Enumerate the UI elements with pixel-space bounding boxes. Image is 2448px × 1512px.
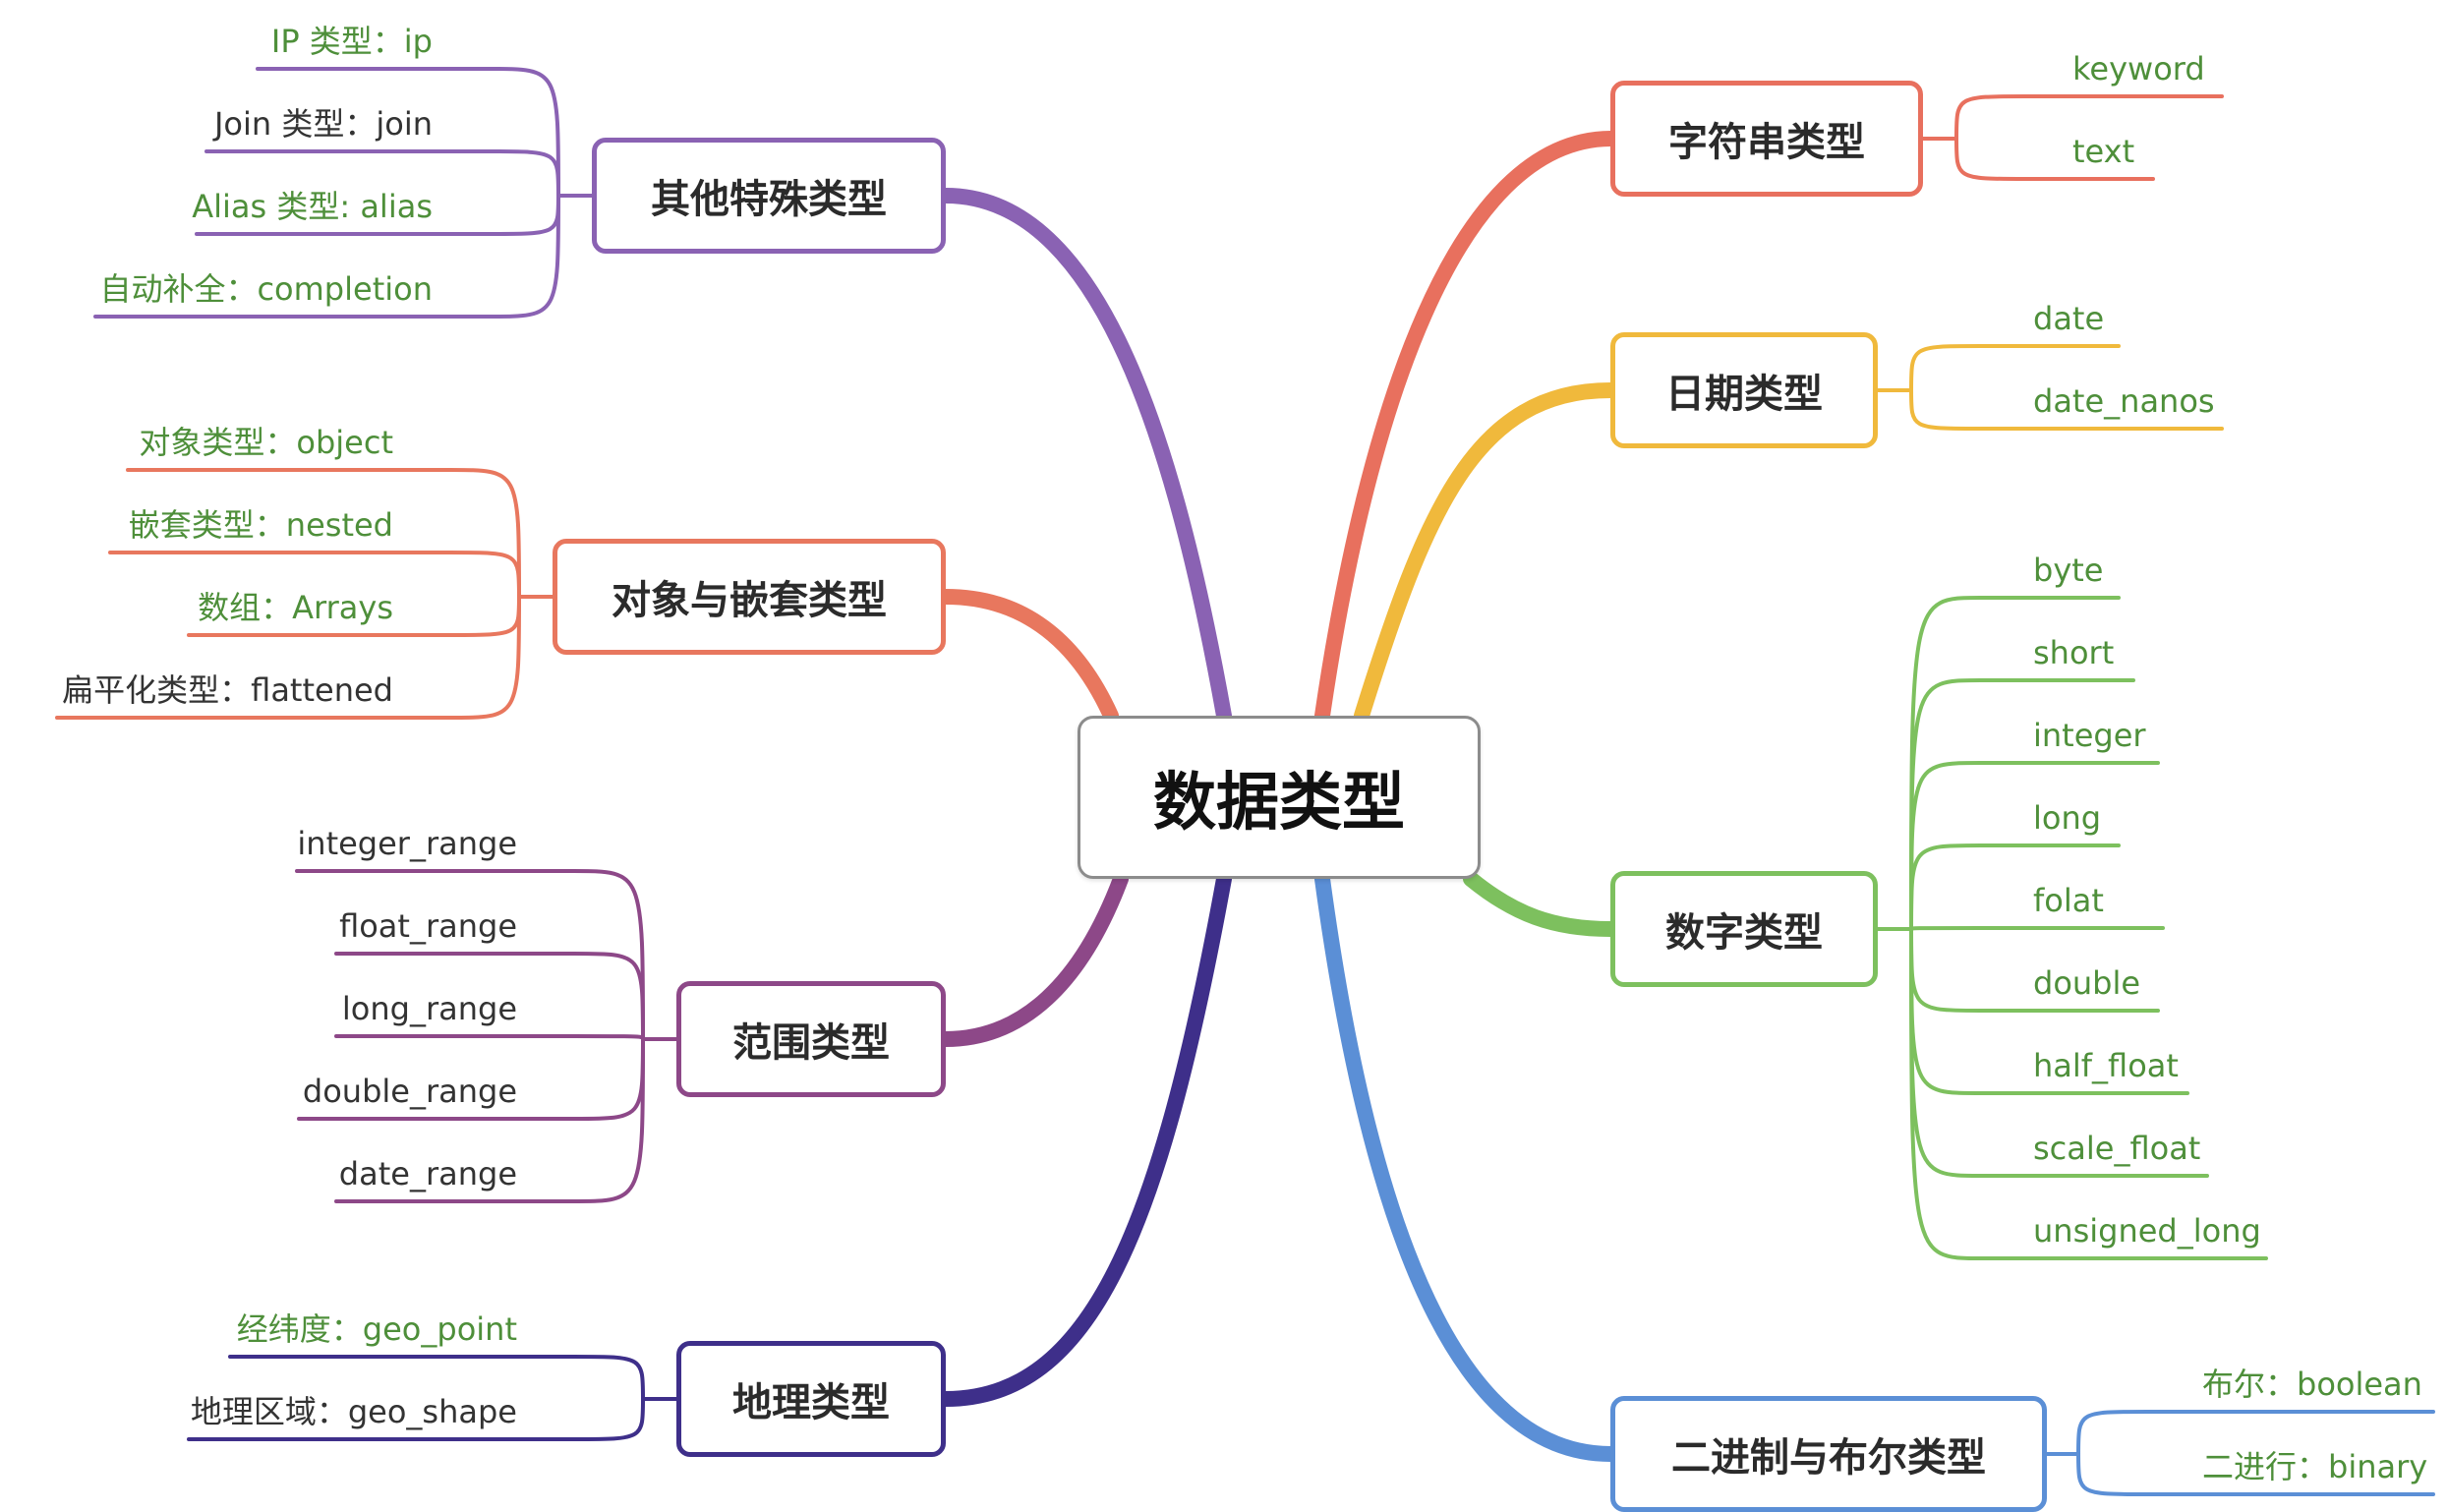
leaf-line-object-1 [108,551,521,599]
leaf-numeric-7[interactable]: scale_float [2033,1130,2201,1167]
leaf-geo-0[interactable]: 经纬度：geo_point [236,1310,517,1348]
leaf-range-2[interactable]: long_range [341,990,517,1027]
trunk-date [1354,382,1618,724]
branch-range[interactable]: 范围类型 [676,981,946,1097]
leaf-range-1[interactable]: float_range [339,907,517,945]
trunk-range [938,871,1129,1047]
leaf-line-numeric-8 [1909,927,2268,1260]
leaf-special-1[interactable]: Join 类型：join [213,105,433,143]
branch-object-nested[interactable]: 对象与嵌套类型 [553,539,946,655]
leaf-range-0[interactable]: integer_range [297,825,517,862]
leaf-object-1[interactable]: 嵌套类型：nested [128,506,393,544]
leaf-line-special-3 [93,194,560,319]
leaf-special-2[interactable]: Alias 类型: alias [192,188,433,225]
branch-special[interactable]: 其他特殊类型 [592,138,946,254]
trunk-binary [1314,871,1618,1462]
leaf-line-special-1 [204,149,560,198]
leaf-string-1[interactable]: text [2072,133,2135,170]
leaf-line-string-0 [1954,94,2224,141]
leaf-line-object-3 [55,595,521,720]
leaf-object-3[interactable]: 扁平化类型：flattened [62,671,393,709]
leaf-special-0[interactable]: IP 类型：ip [270,23,433,60]
leaf-date-1[interactable]: date_nanos [2033,382,2215,420]
leaf-numeric-3[interactable]: long [2033,799,2102,837]
trunk-geo [938,871,1232,1407]
leaf-line-numeric-3 [1909,843,2121,931]
branch-string[interactable]: 字符串类型 [1610,81,1923,197]
leaf-numeric-2[interactable]: integer [2033,717,2146,754]
central-topic[interactable]: 数据类型 [1078,716,1481,879]
leaf-numeric-4[interactable]: folat [2033,882,2104,919]
leaf-numeric-5[interactable]: double [2033,964,2141,1002]
leaf-numeric-0[interactable]: byte [2033,552,2104,589]
leaf-line-numeric-4 [1909,926,2165,931]
leaf-line-object-0 [126,468,521,599]
leaf-line-geo-0 [228,1355,645,1401]
leaf-line-range-2 [334,1034,645,1041]
leaf-object-0[interactable]: 对象类型：object [139,424,393,461]
leaf-line-date-0 [1909,344,2121,392]
branch-numeric[interactable]: 数字类型 [1610,871,1878,987]
leaf-range-3[interactable]: double_range [302,1073,517,1110]
leaf-binary-1[interactable]: 二进行：binary [2202,1448,2428,1485]
leaf-date-0[interactable]: date [2033,300,2105,337]
leaf-string-0[interactable]: keyword [2072,50,2205,87]
branch-binary-boolean[interactable]: 二进制与布尔类型 [1610,1396,2047,1512]
leaf-range-4[interactable]: date_range [338,1155,517,1192]
leaf-line-range-4 [334,1037,645,1203]
trunk-special [938,188,1232,724]
leaf-line-binary-0 [2076,1410,2435,1456]
leaf-line-date-1 [1909,388,2224,431]
leaf-line-special-0 [256,67,560,198]
leaf-geo-1[interactable]: 地理区域：geo_shape [190,1393,517,1430]
trunk-numeric [1463,871,1618,937]
leaf-special-3[interactable]: 自动补全：completion [99,270,433,308]
leaf-numeric-8[interactable]: unsigned_long [2033,1212,2261,1250]
leaf-line-geo-1 [187,1397,645,1441]
leaf-line-numeric-2 [1909,761,2160,931]
leaf-object-2[interactable]: 数组：Arrays [198,589,393,626]
trunk-string [1314,131,1618,724]
trunk-object [938,589,1119,724]
leaf-line-range-1 [334,952,645,1041]
leaf-numeric-1[interactable]: short [2033,634,2115,671]
leaf-binary-0[interactable]: 布尔：boolean [2202,1366,2422,1403]
leaf-numeric-6[interactable]: half_float [2033,1047,2179,1084]
branch-geo[interactable]: 地理类型 [676,1341,946,1457]
leaf-line-binary-1 [2076,1452,2435,1496]
leaf-line-string-1 [1954,137,2155,181]
branch-date[interactable]: 日期类型 [1610,332,1878,448]
leaf-line-range-0 [295,869,645,1041]
